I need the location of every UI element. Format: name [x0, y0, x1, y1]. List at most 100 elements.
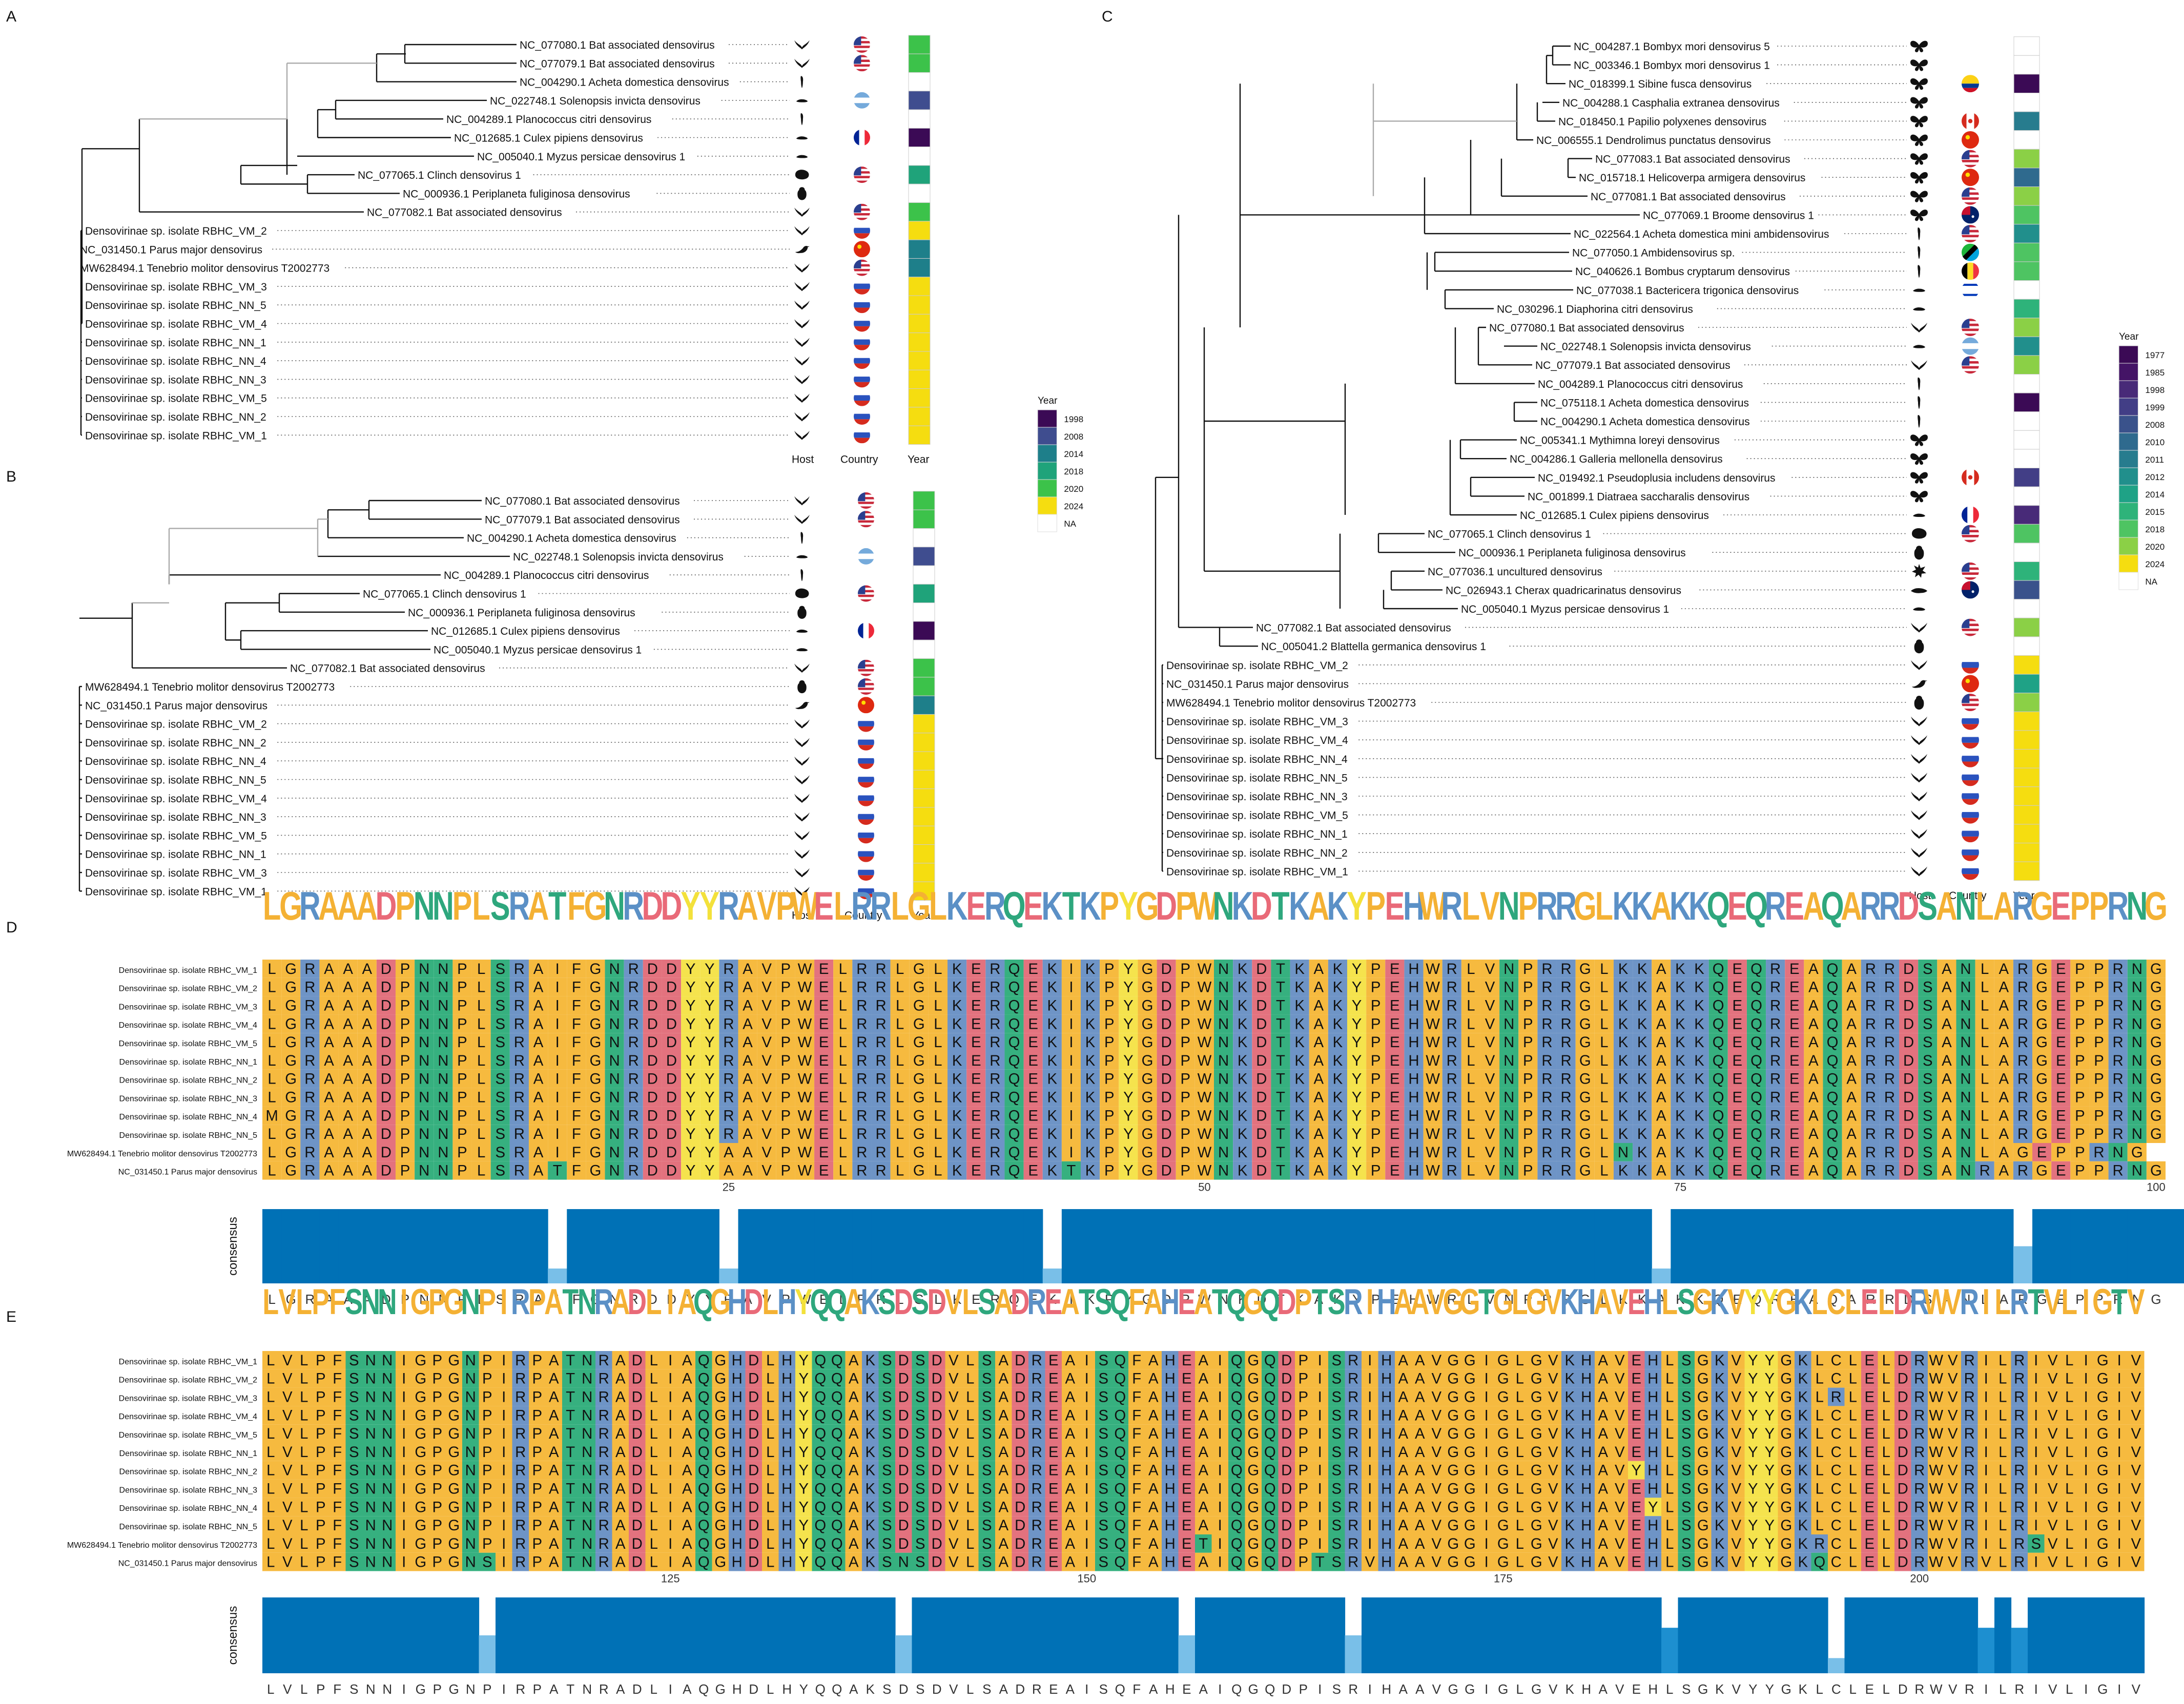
logo-letter: G [2030, 884, 2053, 929]
consensus-residue: G [2151, 1292, 2161, 1307]
residue-letter: K [1675, 998, 1685, 1014]
residue-cell [357, 978, 377, 996]
flag-star [861, 700, 866, 705]
tip-label: NC_012685.1 Culex pipiens densovirus [431, 626, 620, 637]
residue-letter: E [1733, 1144, 1743, 1161]
residue-letter: W [1426, 1015, 1440, 1032]
flag-band [858, 721, 874, 726]
residue-letter: N [1503, 1107, 1514, 1124]
residue-letter: E [971, 1089, 981, 1106]
residue-letter: P [400, 1144, 410, 1161]
tip-label: Densovirinae sp. isolate RBHC_VM_1 [85, 430, 267, 442]
residue-letter: E [1048, 1352, 1059, 1369]
residue-letter: R [2017, 1034, 2028, 1051]
flag-band [858, 553, 874, 559]
flag-band [1962, 356, 1979, 359]
year-cell [908, 333, 931, 352]
consensus-bar [890, 1209, 910, 1283]
residue-letter: R [1865, 1126, 1876, 1142]
residue-letter: G [1142, 1089, 1153, 1106]
residue-letter: Q [1114, 1352, 1126, 1369]
flag-band [854, 408, 870, 414]
residue-letter: D [647, 1107, 658, 1124]
residue-letter: L [1600, 998, 1608, 1014]
residue-letter: P [457, 1162, 467, 1179]
tip-label: NC_022748.1 Solenopsis invicta densoviru… [1540, 341, 1751, 353]
logo-letter: N [1955, 884, 1976, 929]
residue-cell [1404, 960, 1424, 978]
residue-letter: A [1656, 1034, 1666, 1051]
tree-branch [1424, 177, 1571, 235]
residue-letter: K [952, 979, 962, 996]
consensus-bar [1214, 1209, 1233, 1283]
residue-letter: A [1598, 1407, 1608, 1424]
residue-letter: R [628, 1052, 639, 1069]
residue-letter: Y [1123, 1107, 1134, 1124]
residue-letter: E [1733, 1089, 1743, 1106]
consensus-bar [1100, 1209, 1119, 1283]
residue-letter: W [1198, 1089, 1212, 1106]
year-cell [2013, 374, 2040, 393]
residue-cell [1689, 960, 1709, 978]
residue-letter: P [781, 979, 791, 996]
treeB-panel: NC_077080.1 Bat associated densovirusNC_… [78, 491, 935, 922]
residue-letter: V [761, 1052, 772, 1069]
flag-band [854, 62, 870, 65]
tip-label: NC_077065.1 Clinch densovirus 1 [358, 170, 521, 181]
residue-letter: R [2113, 1034, 2124, 1051]
logo-letter: P [776, 884, 796, 929]
tip-label: NC_022748.1 Solenopsis invicta densoviru… [513, 551, 724, 563]
flag-band [858, 814, 874, 820]
tip-label: NC_077080.1 Bat associated densovirus [520, 39, 715, 51]
residue-letter: Y [686, 961, 696, 978]
residue-letter: S [495, 1071, 505, 1088]
residue-cell [1785, 996, 1804, 1015]
residue-cell [1575, 960, 1595, 978]
logo-letter: A [1593, 1282, 1613, 1322]
year-column-header: Year [912, 910, 934, 922]
residue-letter: L [477, 1034, 485, 1051]
year-cell [2013, 392, 2040, 412]
residue-letter: K [1694, 979, 1704, 996]
residue-letter: G [2036, 979, 2048, 996]
residue-letter: L [1849, 1389, 1857, 1406]
residue-letter: R [723, 1126, 734, 1142]
residue-letter: N [582, 1352, 592, 1369]
residue-letter: Q [1750, 1162, 1762, 1179]
residue-letter: G [1531, 1370, 1542, 1387]
flag-band [854, 176, 870, 178]
flag-band [858, 669, 874, 672]
residue-letter: P [781, 1089, 791, 1106]
residue-cell [909, 996, 929, 1015]
residue-letter: A [1999, 1162, 2009, 1179]
residue-cell [757, 996, 776, 1015]
residue-letter: A [1313, 1034, 1324, 1051]
year-cell [908, 72, 931, 92]
logo-letter: L [1878, 1282, 1894, 1322]
residue-letter: L [934, 1034, 942, 1051]
residue-cell [1766, 960, 1785, 978]
logo-letter: T [1312, 1282, 1328, 1322]
tree-branch [1239, 84, 1471, 327]
flag-band [1962, 855, 1979, 861]
country-column-header: Country [844, 910, 882, 922]
residue-letter: A [998, 1370, 1008, 1387]
flag-band [1962, 621, 1979, 624]
residue-letter: Q [1008, 1071, 1020, 1088]
residue-letter: K [952, 961, 962, 978]
residue-letter: G [590, 1107, 602, 1124]
country-flag-ru [854, 315, 870, 332]
residue-letter: D [1898, 1389, 1908, 1406]
residue-letter: V [1485, 1107, 1495, 1124]
residue-letter: K [952, 1034, 962, 1051]
residue-cell [1480, 996, 1500, 1015]
residue-letter: A [343, 1107, 353, 1124]
residue-cell [1385, 996, 1405, 1015]
residue-letter: A [1999, 961, 2009, 978]
flag-band [858, 715, 874, 721]
consensus-bar [1385, 1209, 1405, 1283]
residue-letter: P [781, 1144, 791, 1161]
flag-band [1962, 849, 1979, 856]
bat-host-icon [1911, 773, 1927, 783]
tip-label: NC_000936.1 Periplaneta fuliginosa denso… [403, 188, 630, 200]
